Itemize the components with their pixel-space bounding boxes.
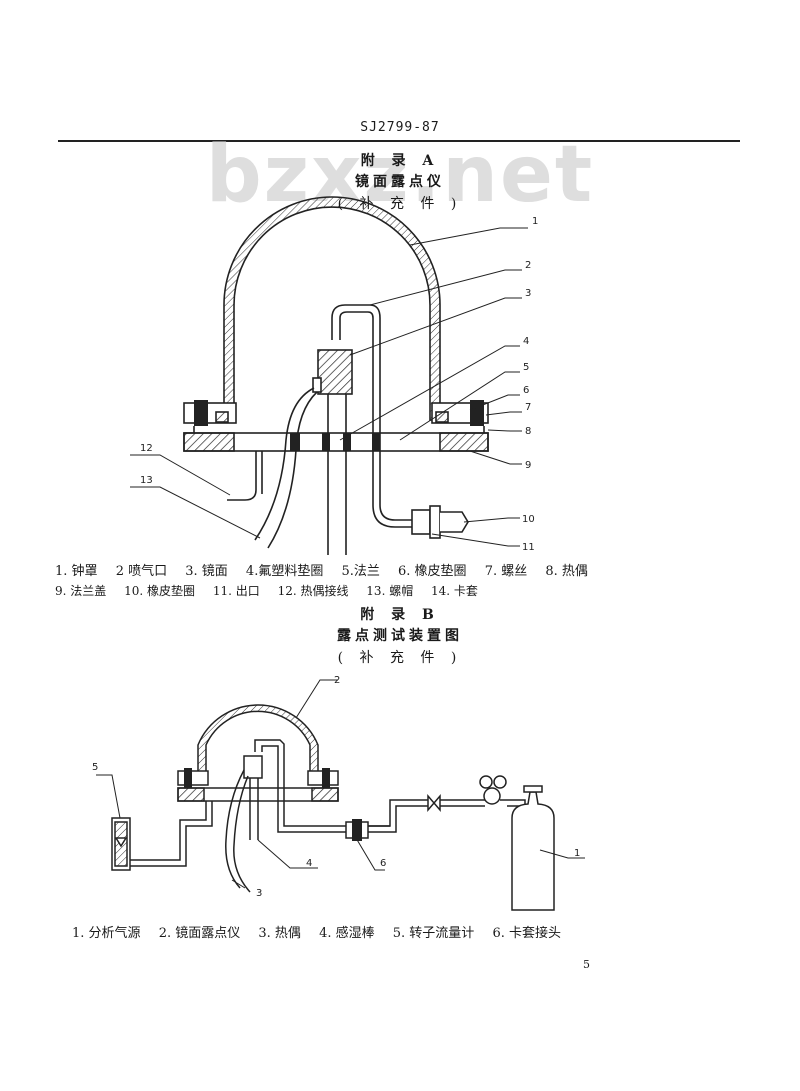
appendix-a-legend-line1: 1. 钟罩 2 喷气口 3. 镜面 4.氟塑料垫圈 5.法兰 6. 橡皮垫圈 7… (55, 560, 602, 579)
legend-a-item: 5.法兰 (341, 564, 380, 579)
legend-b-item: 4. 感湿棒 (319, 926, 375, 941)
callout-a-12: 12 (140, 443, 153, 454)
legend-a-item: 4.氟塑料垫圈 (245, 564, 324, 579)
callout-a-2: 2 (525, 260, 531, 271)
callout-a-5: 5 (523, 362, 529, 373)
callout-b-1: 1 (574, 848, 580, 859)
callout-b-4: 4 (306, 858, 312, 869)
callout-b-2: 2 (334, 675, 340, 686)
needle-valve (427, 793, 441, 813)
legend-a-item: 3. 镜面 (185, 564, 228, 579)
appendix-b-title: 露点测试装置图 (337, 628, 463, 644)
dew-point-meter-drawing (130, 196, 528, 555)
appendix-a-legend-line2: 9. 法兰盖 10. 橡皮垫圈 11. 出口 12. 热偶接线 13. 螺帽 1… (55, 582, 492, 599)
callout-a-9: 9 (525, 460, 531, 471)
callout-a-10: 10 (522, 514, 535, 525)
legend-a-item: 14. 卡套 (431, 584, 478, 598)
legend-b-item: 3. 热偶 (258, 926, 301, 941)
test-setup-drawing (96, 679, 585, 911)
header-rule (58, 140, 740, 142)
appendix-a-label: 附 录 A (360, 153, 440, 169)
outlet-pipe (227, 451, 263, 501)
legend-b-item: 2. 镜面露点仪 (158, 926, 241, 941)
callouts-b: 2 5 3 4 6 1 (92, 675, 580, 899)
legend-a-item: 11. 出口 (212, 584, 260, 598)
appendix-a-note: ( 补 充 件 ) (337, 196, 463, 212)
callout-a-13: 13 (140, 475, 153, 486)
standard-code: SJ2799-87 (360, 120, 440, 135)
legend-a-item: 7. 螺丝 (484, 564, 528, 579)
callout-a-11: 11 (522, 542, 535, 553)
watermark: bzxz.net (205, 130, 595, 220)
appendix-b-legend: 1. 分析气源 2. 镜面露点仪 3. 热偶 4. 感湿棒 5. 转子流量计 6… (72, 922, 575, 941)
callout-a-7: 7 (525, 402, 531, 413)
callout-a-8: 8 (525, 426, 531, 437)
legend-a-item: 9. 法兰盖 (55, 584, 107, 598)
compression-fitting (411, 509, 431, 535)
legend-b-item: 5. 转子流量计 (392, 926, 475, 941)
mirror-block (317, 349, 353, 395)
leader-lines-b (96, 679, 585, 889)
legend-b-item: 6. 卡套接头 (492, 926, 561, 941)
appendix-b-note: ( 补 充 件 ) (337, 650, 463, 666)
callouts-a: 1 2 3 4 5 6 7 8 9 10 11 12 13 (140, 216, 538, 553)
legend-a-item: 12. 热偶接线 (277, 584, 349, 598)
gas-cylinder (511, 791, 555, 911)
callout-a-6: 6 (523, 385, 529, 396)
callout-b-6: 6 (380, 858, 386, 869)
legend-a-item: 10. 橡皮垫圈 (124, 584, 195, 598)
callout-b-3: 3 (256, 888, 262, 899)
legend-a-item: 1. 钟罩 (55, 564, 98, 579)
legend-a-item: 8. 热偶 (545, 564, 588, 579)
legend-a-item: 2 喷气口 (115, 564, 168, 579)
appendix-b-label: 附 录 B (360, 607, 440, 623)
nozzle-tube (331, 304, 412, 521)
legend-b-item: 1. 分析气源 (72, 926, 141, 941)
callout-a-1: 1 (532, 216, 538, 227)
callout-b-5: 5 (92, 762, 98, 773)
legend-a-item: 6. 橡皮垫圈 (398, 564, 467, 579)
callout-a-3: 3 (525, 288, 531, 299)
legend-a-item: 13. 螺帽 (366, 584, 414, 598)
callout-a-4: 4 (523, 336, 529, 347)
page-number: 5 (583, 958, 590, 971)
leader-lines-a (130, 227, 528, 547)
appendix-a-title: 镜面露点仪 (355, 174, 445, 190)
